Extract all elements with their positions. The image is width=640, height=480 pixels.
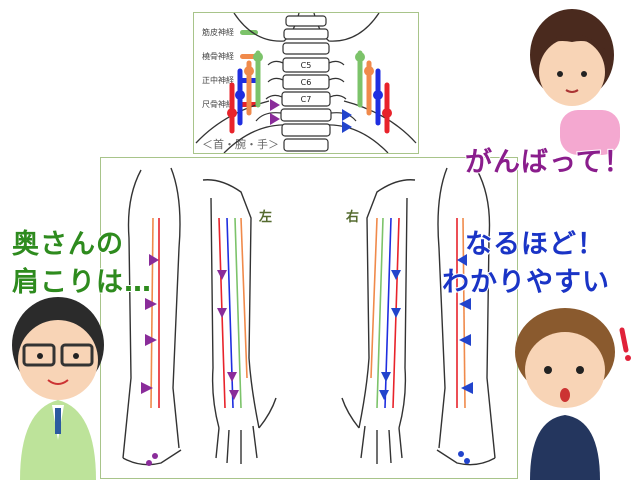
boy-character	[515, 308, 631, 480]
legend-radial: 橈骨神経	[202, 51, 258, 62]
neck-spine-illustration: C5 C6 C7	[195, 13, 417, 153]
legend-swatch	[240, 54, 258, 59]
c7-vertebra	[281, 91, 331, 107]
legend-label: 橈骨神経	[202, 52, 234, 61]
neck-diagram-panel: 筋皮神経 橈骨神経 正中神経 尺骨神経 ＜首・腕・手＞	[193, 12, 419, 154]
c6-vertebra	[282, 74, 330, 90]
vertebra-label: C6	[301, 78, 312, 87]
speech-left-line1: 奥さんの	[11, 228, 124, 261]
legend-label: 尺骨神経	[202, 100, 234, 109]
vertebra-label: C5	[301, 61, 312, 70]
legend-musculocutaneous: 筋皮神経	[202, 27, 258, 38]
speech-right-line2: わかりやすい	[441, 266, 610, 299]
diagram-caption: ＜首・腕・手＞	[202, 138, 279, 151]
woman-character	[530, 9, 620, 155]
legend-swatch	[240, 30, 258, 35]
vertebra-label: C7	[301, 95, 312, 104]
c5-vertebra	[282, 57, 330, 73]
speech-cheer: がんばって！	[464, 146, 632, 179]
legend-label: 筋皮神経	[202, 28, 234, 37]
arm-diagram-panel: 左 右	[100, 157, 518, 479]
speech-left-line2: 肩こりは…	[11, 266, 152, 299]
speech-right-line1: なるほど！	[464, 228, 605, 261]
man-left-character	[12, 297, 104, 480]
arm-nerves-illustration	[122, 167, 496, 466]
left-side-label: 左	[259, 210, 273, 225]
legend-label: 正中神経	[202, 76, 234, 85]
right-side-label: 右	[346, 210, 360, 225]
